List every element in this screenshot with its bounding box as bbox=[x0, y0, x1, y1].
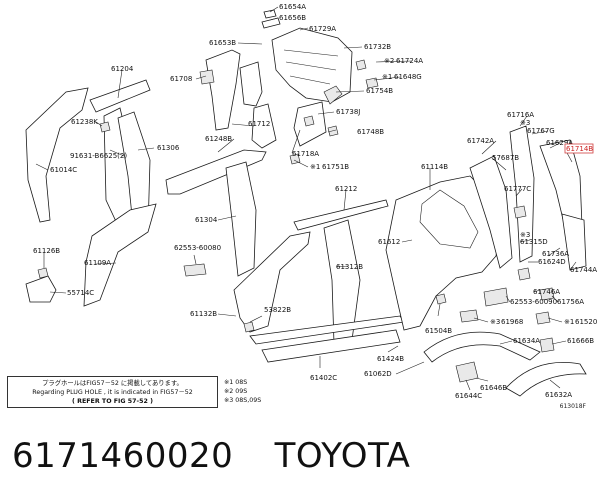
legend-item-2: ※2 09S bbox=[224, 388, 248, 395]
part-labels: 61654A 61656B 61729A 61653B 61732B ※2 61… bbox=[33, 3, 597, 400]
marker-m1-b: ※1 bbox=[310, 163, 320, 171]
center-pillar-assembly bbox=[165, 149, 405, 363]
label-57687B: 57687B bbox=[492, 154, 519, 162]
label-61736A: 61736A bbox=[542, 250, 569, 258]
label-61648G: 61648G bbox=[394, 73, 422, 81]
front-pillar-assembly bbox=[25, 79, 157, 307]
marker-m3-a: ※3 bbox=[520, 119, 530, 127]
label-61738J: 61738J bbox=[336, 108, 360, 116]
label-61204: 61204 bbox=[111, 65, 134, 73]
label-55714C: 55714C bbox=[67, 289, 94, 297]
label-61632A: 61632A bbox=[545, 391, 572, 399]
marker-m1-c: ※1 bbox=[564, 318, 574, 326]
label-61634A: 61634A bbox=[513, 337, 540, 345]
label-61742A: 61742A bbox=[467, 137, 494, 145]
label-61777C: 61777C bbox=[504, 185, 531, 193]
marker-legend: ※1 08S ※2 09S ※3 08S,09S bbox=[224, 378, 261, 405]
label-61756A: 61756A bbox=[557, 298, 584, 306]
label-91631-B6625: 91631-B6625(2) bbox=[70, 152, 127, 160]
label-61212: 61212 bbox=[335, 185, 357, 193]
marker-m3-c: ※3 bbox=[490, 318, 500, 326]
label-61132B: 61132B bbox=[190, 310, 217, 318]
label-61968: 61968 bbox=[501, 318, 523, 326]
leader-lines bbox=[35, 6, 577, 391]
label-61402C: 61402C bbox=[310, 374, 337, 382]
label-61708: 61708 bbox=[170, 75, 192, 83]
legend-item-1: ※1 08S bbox=[224, 379, 248, 386]
label-61646B: 61646B bbox=[480, 384, 507, 392]
highlight-box-61714B bbox=[564, 143, 594, 154]
marker-m2: ※2 bbox=[384, 57, 394, 65]
label-61718A: 61718A bbox=[292, 150, 319, 158]
label-61729A: 61729A bbox=[309, 25, 336, 33]
parts-diagram: 61654A 61656B 61729A 61653B 61732B ※2 61… bbox=[25, 3, 597, 400]
label-61520: 61520 bbox=[575, 318, 597, 326]
caption-part-number: 6171460020 bbox=[12, 436, 234, 476]
note-line-refer: ( REFER TO FIG 57-52 ) bbox=[72, 398, 153, 405]
label-61732B: 61732B bbox=[364, 43, 391, 51]
label-61712: 61712 bbox=[248, 120, 270, 128]
label-61304: 61304 bbox=[195, 216, 218, 224]
label-61716A: 61716A bbox=[507, 111, 534, 119]
rear-quarter-panel bbox=[385, 125, 587, 331]
label-61014C: 61014C bbox=[50, 166, 77, 174]
plug-hole-note: プラグホールはFIG57－52 に掲載してあります。 Regarding PLU… bbox=[7, 376, 218, 408]
upper-pillar-assembly bbox=[199, 9, 379, 165]
label-61654A: 61654A bbox=[279, 3, 306, 11]
label-61062D: 61062D bbox=[364, 370, 392, 378]
label-61748B: 61748B bbox=[357, 128, 384, 136]
drawing-reference-number: 613018F bbox=[559, 403, 586, 410]
label-61714B: 61714B bbox=[566, 145, 593, 153]
label-61238K: 61238K bbox=[71, 118, 98, 126]
label-61744A: 61744A bbox=[570, 266, 597, 274]
label-61126B: 61126B bbox=[33, 247, 60, 255]
label-61746A: 61746A bbox=[533, 288, 560, 296]
label-61504B: 61504B bbox=[425, 327, 452, 335]
label-61612: 61612 bbox=[378, 238, 400, 246]
label-61666B: 61666B bbox=[567, 337, 594, 345]
label-62553-60090: 62553-60090 bbox=[510, 298, 557, 306]
label-61653B: 61653B bbox=[209, 39, 236, 47]
legend-item-3: ※3 08S,09S bbox=[224, 397, 262, 404]
label-61424B: 61424B bbox=[377, 355, 404, 363]
label-61754B: 61754B bbox=[366, 87, 393, 95]
wheel-house-liners bbox=[423, 331, 587, 397]
label-62553-60080: 62553-60080 bbox=[174, 244, 221, 252]
label-61644C: 61644C bbox=[455, 392, 482, 400]
label-61315D: 61315D bbox=[520, 238, 548, 246]
note-line-english: Regarding PLUG HOLE , it is indicated in… bbox=[32, 389, 193, 396]
label-61114B: 61114B bbox=[421, 163, 448, 171]
marker-m1-a: ※1 bbox=[382, 73, 392, 81]
label-61109A: 61109A bbox=[84, 259, 111, 267]
label-61306: 61306 bbox=[157, 144, 180, 152]
caption-brand: TOYOTA bbox=[274, 436, 411, 476]
note-line-japanese: プラグホールはFIG57－52 に掲載してあります。 bbox=[42, 380, 183, 387]
part-caption: 6171460020 TOYOTA bbox=[12, 436, 592, 476]
label-61656B: 61656B bbox=[279, 14, 306, 22]
label-61248B: 61248B bbox=[205, 135, 232, 143]
label-53822B: 53822B bbox=[264, 306, 291, 314]
label-61624D: 61624D bbox=[538, 258, 566, 266]
marker-m3-b: ※3 bbox=[520, 231, 530, 239]
label-61312B: 61312B bbox=[336, 263, 363, 271]
label-61767G: 61767G bbox=[527, 127, 555, 135]
label-61629A: 61629A bbox=[546, 139, 573, 147]
label-61724A: 61724A bbox=[396, 57, 423, 65]
label-61751B: 61751B bbox=[322, 163, 349, 171]
